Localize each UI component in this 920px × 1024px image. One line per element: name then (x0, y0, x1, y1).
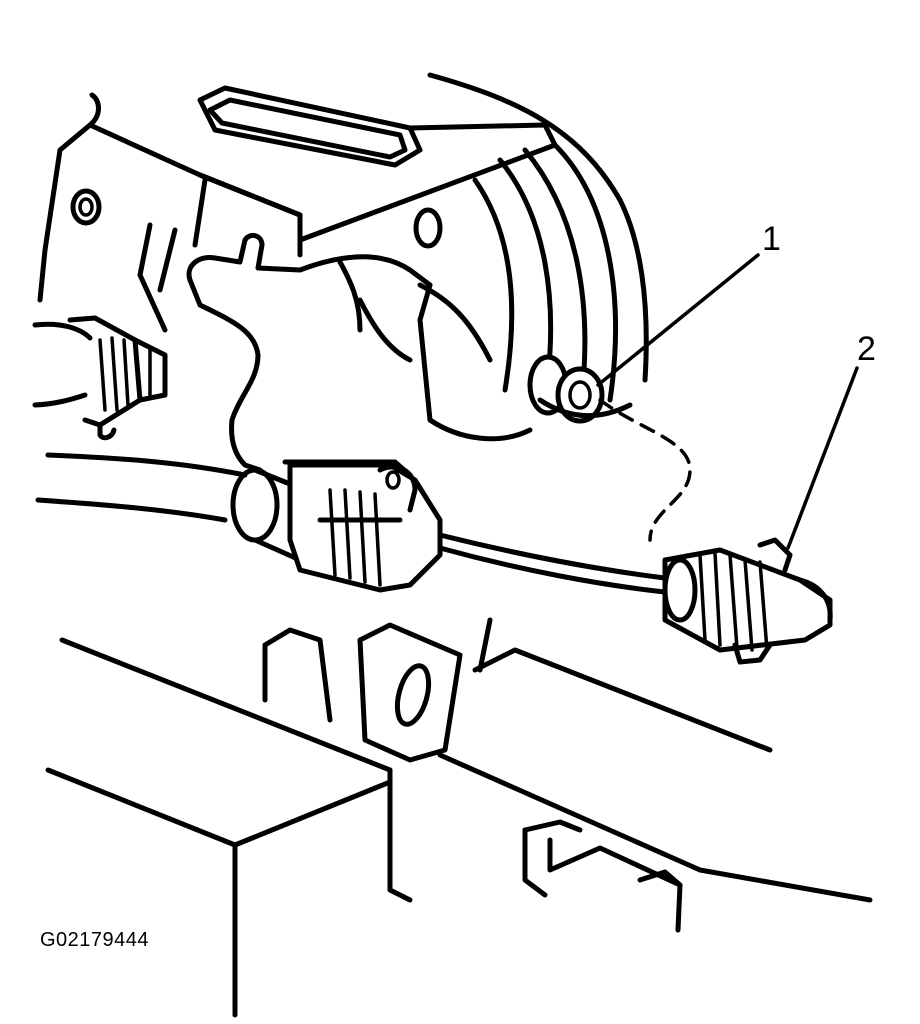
figure-id: G02179444 (40, 929, 150, 951)
lower-body-panels (45, 617, 873, 1018)
cable-end-fitting (282, 459, 443, 593)
transmission-housing (37, 72, 649, 413)
callout-2-number: 2 (857, 330, 876, 368)
left-cable-connector (32, 315, 168, 441)
shift-cable (35, 452, 668, 595)
cable-end-connector (662, 537, 833, 665)
callout-1: 1 (596, 220, 781, 387)
alignment-line (598, 398, 692, 542)
bushing (527, 354, 633, 424)
callout-1-number: 1 (762, 220, 781, 258)
shift-lever-bracket (186, 232, 533, 473)
callout-2: 2 (786, 330, 876, 550)
